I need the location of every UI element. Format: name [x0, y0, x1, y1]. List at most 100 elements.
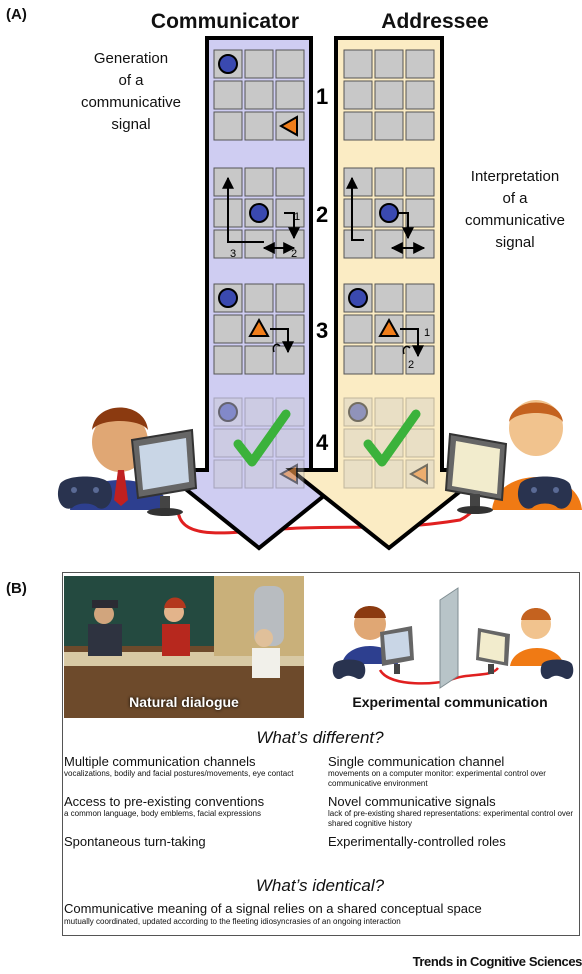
panel-a-label: (A)	[6, 6, 27, 23]
exp-communicator-gamepad-icon	[332, 659, 366, 680]
grid-cell	[343, 345, 373, 375]
interpretation-line: Interpretation	[470, 168, 560, 185]
feature-item: Experimentally-controlled roles	[328, 834, 578, 849]
grid-cell	[275, 80, 305, 110]
circle-token	[348, 288, 368, 308]
grid-cell	[374, 80, 404, 110]
grid-cell	[275, 49, 305, 79]
exp-addressee-gamepad-icon	[540, 659, 574, 680]
grid-cell	[213, 111, 243, 141]
grid-cell	[275, 345, 305, 375]
grid-cell	[275, 167, 305, 197]
natural-dialogue-caption: Natural dialogue	[129, 694, 239, 710]
generation-text: Generation of a communicative signal	[66, 48, 196, 136]
grid-cell	[405, 229, 435, 259]
grid-cell	[374, 283, 404, 313]
generation-line: Generation	[93, 50, 169, 67]
cable	[176, 495, 480, 535]
move-arrow	[400, 328, 424, 358]
communicator-gamepad-icon	[57, 476, 113, 509]
grid-cell	[374, 229, 404, 259]
grid-cell	[405, 49, 435, 79]
interpretation-text: Interpretation of a communicative signal	[448, 166, 582, 254]
grid-cell	[213, 345, 243, 375]
grid-cell	[244, 80, 274, 110]
exp-addressee-monitor-icon	[476, 628, 510, 674]
feature-item: Access to pre-existing conventions a com…	[64, 794, 314, 834]
exp-addressee-icon	[510, 608, 564, 666]
natural-dialogue-image	[64, 576, 304, 718]
grid-cell	[343, 459, 373, 489]
circle-token	[218, 402, 238, 422]
triangle-token	[378, 317, 400, 337]
grid-cell	[374, 49, 404, 79]
feature-detail: lack of pre-existing shared representati…	[328, 809, 574, 828]
grid-cell	[244, 397, 274, 427]
experimental-features-list: Single communication channel movements o…	[328, 754, 578, 849]
grid-cell	[343, 111, 373, 141]
grid-cell	[343, 167, 373, 197]
grid-cell	[343, 314, 373, 344]
grid-cell	[275, 283, 305, 313]
circle-token	[348, 402, 368, 422]
grid-cell	[343, 198, 373, 228]
grid-cell	[405, 111, 435, 141]
rotate-arrow	[272, 343, 281, 353]
generation-line: of a	[118, 72, 144, 89]
circle-token	[218, 288, 238, 308]
grid-cell	[275, 428, 305, 458]
communicator-title: Communicator	[150, 10, 300, 33]
rotate-arrow	[402, 345, 411, 355]
triangle-token	[278, 115, 298, 137]
panel-b-box	[62, 572, 580, 936]
addressee-gamepad-icon	[517, 476, 573, 509]
grid-cell	[405, 167, 435, 197]
grid-cell	[244, 49, 274, 79]
triangle-token	[408, 463, 428, 485]
grid-cell	[213, 314, 243, 344]
circle-token	[379, 203, 399, 223]
journal-footer: Trends in Cognitive Sciences	[412, 954, 582, 969]
feature-detail: vocalizations, bodily and facial posture…	[64, 769, 294, 778]
grid-cell	[374, 111, 404, 141]
feature-heading: Experimentally-controlled roles	[328, 834, 506, 849]
grid-cell	[343, 49, 373, 79]
feature-item: Novel communicative signals lack of pre-…	[328, 794, 578, 834]
feature-detail: a common language, body emblems, facial …	[64, 809, 261, 818]
grid-cell	[244, 229, 274, 259]
grid-cell	[343, 80, 373, 110]
feature-item: Spontaneous turn-taking	[64, 834, 314, 849]
feature-heading: Novel communicative signals	[328, 794, 496, 809]
grid-cell	[213, 80, 243, 110]
identical-detail: mutually coordinated, updated according …	[64, 917, 401, 926]
identical-heading: Communicative meaning of a signal relies…	[64, 901, 482, 916]
feature-heading: Spontaneous turn-taking	[64, 834, 206, 849]
triangle-token	[278, 463, 298, 485]
path-label: 3	[230, 248, 236, 260]
triangle-token	[248, 317, 270, 337]
addressee-monitor-icon	[444, 432, 508, 514]
grid-cell	[343, 229, 373, 259]
feature-item: Single communication channel movements o…	[328, 754, 578, 794]
circle-token	[218, 54, 238, 74]
grid-cell	[405, 428, 435, 458]
partition-wall	[439, 587, 459, 689]
path-label: 2	[408, 359, 414, 371]
step-number: 4	[316, 430, 329, 455]
grid-cell	[275, 229, 305, 259]
interpretation-line: communicative	[464, 212, 566, 229]
panel-a-diagram: 1 2 3 4 1 2 3 1 2	[57, 36, 582, 551]
grid-cell	[213, 459, 243, 489]
grid-cell	[244, 111, 274, 141]
circle-token	[249, 203, 269, 223]
generation-line: communicative	[80, 94, 182, 111]
feature-heading: Multiple communication channels	[64, 754, 256, 769]
diff-question: What’s different?	[256, 728, 384, 747]
path-label: 2	[291, 248, 297, 260]
feature-detail: movements on a computer monitor: experim…	[328, 769, 546, 788]
grid-cell	[244, 167, 274, 197]
feature-item: Multiple communication channels vocaliza…	[64, 754, 314, 794]
experimental-caption: Experimental communication	[352, 694, 548, 710]
exp-communicator-monitor-icon	[380, 626, 414, 674]
path-label: 1	[424, 327, 430, 339]
